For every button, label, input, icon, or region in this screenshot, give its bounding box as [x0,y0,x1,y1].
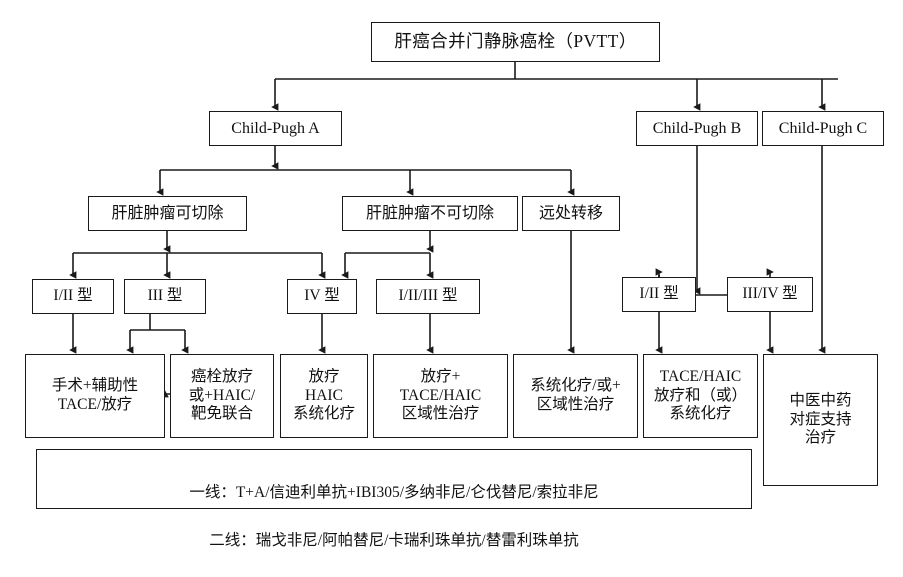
node-type-4: IV 型 [287,279,357,314]
flowchart-diagram: 肝癌合并门静脉癌栓（PVTT） Child-Pugh A Child-Pugh … [25,22,884,549]
node-type-1-2-3: I/II/III 型 [376,279,480,314]
node-child-pugh-a: Child-Pugh A [209,111,342,146]
drug-second-line: 二线：瑞戈非尼/阿帕替尼/卡瑞利珠单抗/替雷利珠单抗 [209,532,579,550]
node-drug-regimens: 一线：T+A/信迪利单抗+IBI305/多纳非尼/仑伐替尼/索拉非尼 二线：瑞戈… [36,449,752,549]
node-child-pugh-b: Child-Pugh B [636,111,758,146]
node-distant-metastasis: 远处转移 [522,196,620,231]
node-type-3-left: III 型 [124,279,206,314]
drug-first-line: 一线：T+A/信迪利单抗+IBI305/多纳非尼/仑伐替尼/索拉非尼 [189,484,599,502]
node-treatment-systemic-regional: 系统化疗/或+ 区域性治疗 [513,354,638,438]
node-child-pugh-c: Child-Pugh C [762,111,884,146]
node-type-3-4-right: III/IV 型 [727,277,813,312]
node-treatment-surgery: 手术+辅助性 TACE/放疗 [25,354,165,438]
node-unresectable-tumor: 肝脏肿瘤不可切除 [342,196,518,231]
node-root-diagnosis: 肝癌合并门静脉癌栓（PVTT） [371,22,660,62]
node-treatment-tace-haic-rt: TACE/HAIC 放疗和（或） 系统化疗 [643,354,758,438]
node-treatment-rt-haic: 放疗 HAIC 系统化疗 [280,354,368,438]
node-treatment-tcm: 中医中药 对症支持 治疗 [763,354,878,486]
node-type-1-2-left: I/II 型 [32,279,114,314]
node-treatment-thrombus-radiotherapy: 癌栓放疗 或+HAIC/ 靶免联合 [170,354,274,438]
node-treatment-rt-tace-haic: 放疗+ TACE/HAIC 区域性治疗 [373,354,508,438]
node-type-1-2-right: I/II 型 [622,277,696,312]
node-resectable-tumor: 肝脏肿瘤可切除 [88,196,247,231]
